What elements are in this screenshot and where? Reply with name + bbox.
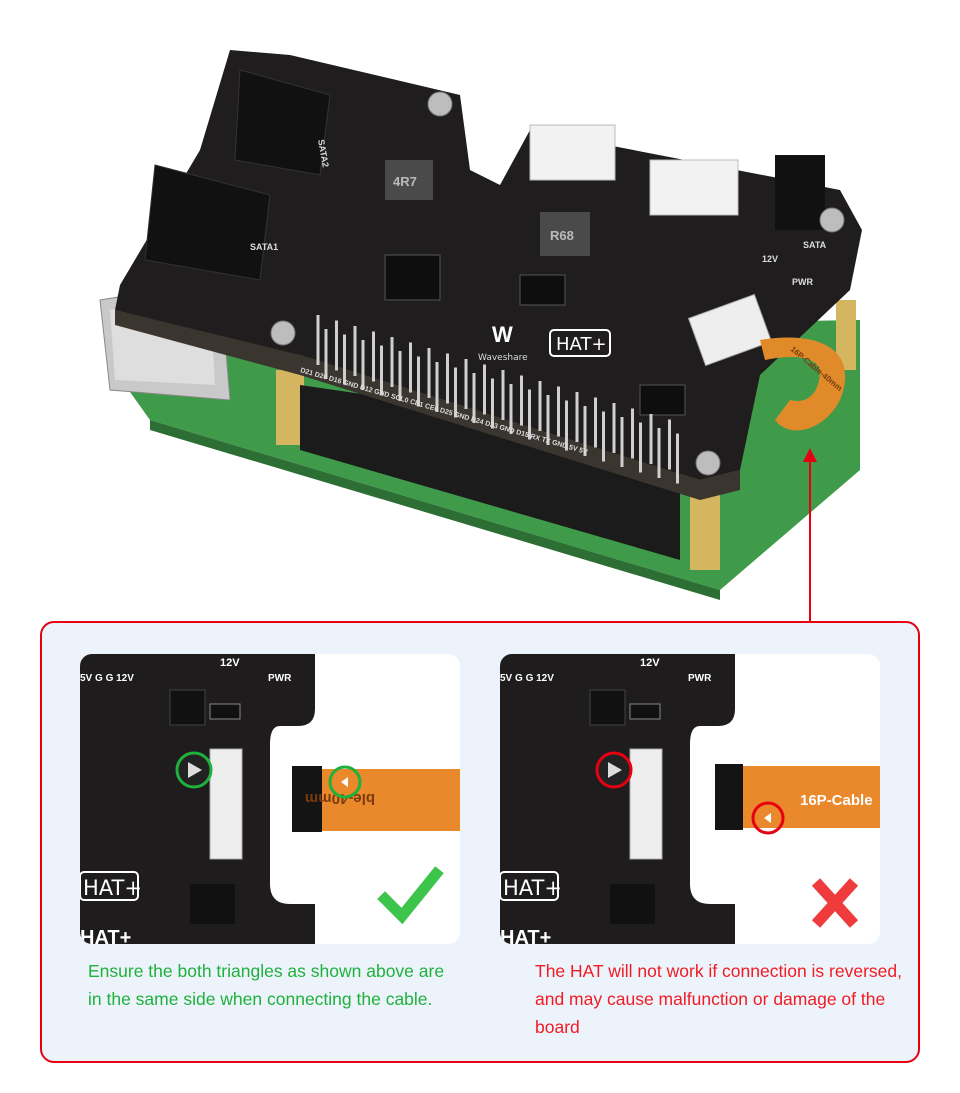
triangle-marker-cable — [751, 801, 785, 835]
cross-icon — [811, 878, 859, 928]
sata-connector-1: SATA1 — [144, 164, 278, 281]
screw — [819, 207, 845, 233]
standoff — [836, 300, 856, 370]
svg-text:4R7: 4R7 — [393, 174, 417, 189]
svg-text:HAT+: HAT+ — [503, 876, 562, 900]
svg-text:5V G G 12V: 5V G G 12V — [500, 673, 554, 684]
svg-text:R68: R68 — [550, 228, 574, 243]
svg-text:ble-40mm: ble-40mm — [305, 790, 375, 807]
fpc-connector — [209, 748, 243, 860]
svg-text:SATA: SATA — [803, 240, 827, 250]
screw — [427, 91, 453, 117]
svg-text:12V: 12V — [220, 657, 240, 669]
svg-text:SATA2: SATA2 — [316, 139, 331, 168]
wrong-connection-image: 12V PWR 5V G G 12V HAT+ HAT+ 16P-Cable — [500, 654, 880, 944]
svg-text:5V G G 12V: 5V G G 12V — [80, 673, 134, 684]
inductor — [540, 212, 590, 256]
svg-text:PWR: PWR — [792, 277, 813, 287]
waveshare-logo: W — [492, 322, 513, 347]
sata-connector-2: SATA2 — [234, 69, 331, 176]
header-pins — [316, 315, 679, 484]
screw — [695, 450, 721, 476]
svg-text:HAT+: HAT+ — [556, 334, 607, 355]
screw — [270, 320, 296, 346]
standoff — [690, 490, 720, 570]
svg-text:PWR: PWR — [688, 673, 712, 684]
checkmark-icon — [377, 866, 444, 925]
correct-caption: Ensure the both triangles as shown above… — [88, 961, 445, 1009]
svg-text:Waveshare: Waveshare — [478, 353, 528, 363]
inductor — [385, 160, 433, 200]
callout-arrow — [803, 448, 817, 622]
svg-text:HAT+: HAT+ — [83, 876, 142, 900]
fan-connector — [649, 159, 739, 216]
fan-connector — [529, 124, 616, 181]
svg-text:16P-Cable: 16P-Cable — [800, 792, 873, 809]
correct-connection-image: 12V PWR 5V G G 12V HAT+ HAT+ ble-40mm — [80, 654, 460, 944]
cable-stiffener — [292, 766, 322, 832]
svg-text:HAT+: HAT+ — [80, 927, 131, 944]
svg-text:12V: 12V — [640, 657, 660, 669]
svg-text:12V: 12V — [762, 254, 778, 264]
cable-stiffener — [715, 764, 743, 830]
standoff — [276, 370, 304, 445]
fpc-connector — [629, 748, 663, 860]
flex-cable — [760, 337, 846, 431]
fpc-connector — [687, 293, 773, 367]
triangle-marker-cable — [328, 765, 362, 799]
svg-text:PWR: PWR — [268, 673, 292, 684]
instruction-panel: 12V PWR 5V G G 12V HAT+ HAT+ ble-40mm 12… — [40, 621, 920, 1063]
svg-text:SATA1: SATA1 — [250, 242, 278, 252]
product-photo: SATA2 SATA1 4R7 R68 SATA 12V PWR 16P-Cab… — [99, 50, 862, 600]
wrong-caption: The HAT will not work if connection is r… — [535, 961, 902, 1037]
dc-jack — [775, 155, 825, 230]
svg-text:HAT+: HAT+ — [500, 927, 551, 944]
